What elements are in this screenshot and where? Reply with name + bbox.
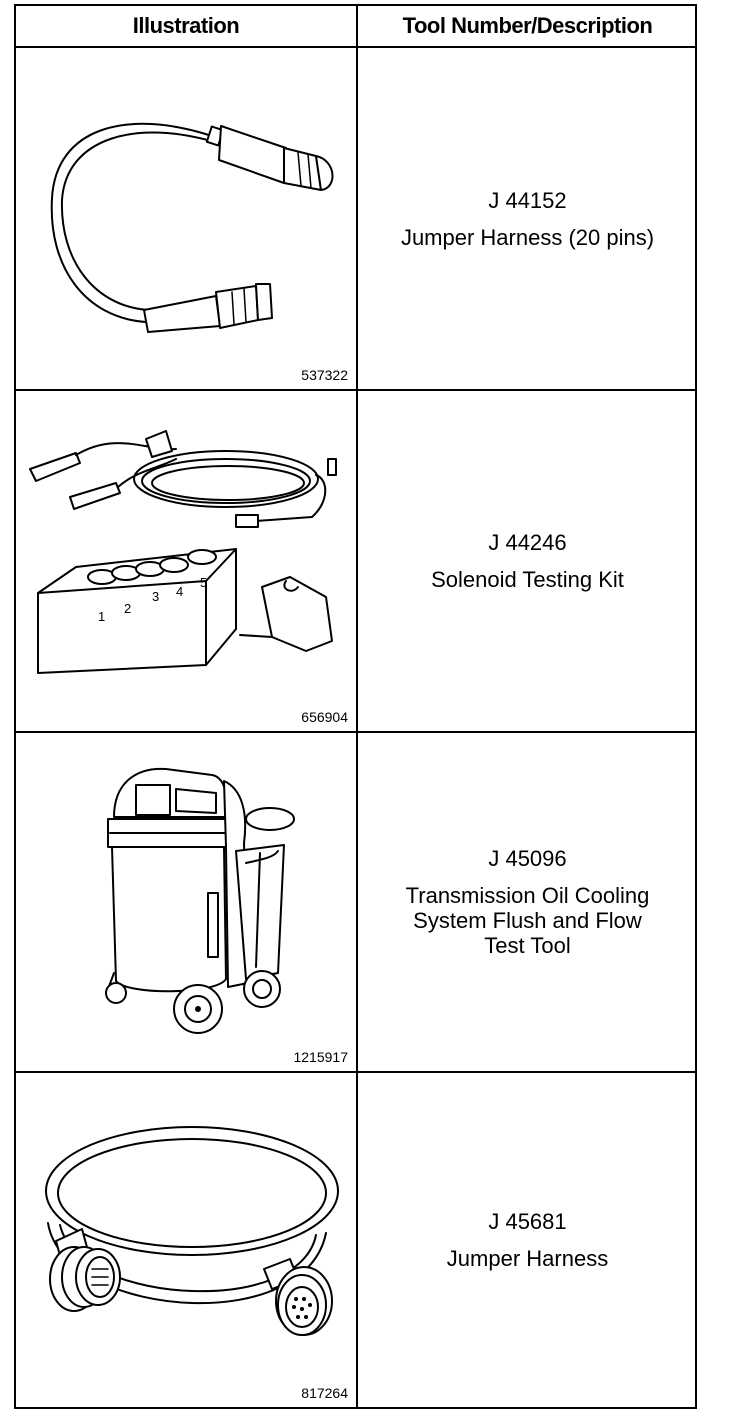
tool-number: J 44152 (488, 187, 567, 213)
column-divider (356, 6, 358, 1407)
figure-number: 656904 (301, 709, 348, 725)
tool-number: J 45681 (488, 1209, 567, 1234)
tool-name: Jumper Harness (20 pins) (400, 224, 655, 250)
block-label-3: 3 (152, 589, 159, 604)
solenoid-testing-kit-icon: 1 2 3 4 5 (29, 430, 337, 674)
flush-flow-cart-icon (105, 767, 295, 1034)
illustration-cell: 1215917 (16, 733, 356, 1071)
tool-number: J 45096 (488, 846, 567, 871)
illustration-cell: 817264 (16, 1073, 356, 1407)
tool-name: Transmission Oil Cooling System Flush an… (405, 883, 650, 958)
table-row: 537322 J 44152 Jumper Harness (20 pins) (16, 48, 695, 391)
figure-number: 537322 (301, 367, 348, 383)
block-label-5: 5 (200, 575, 207, 590)
table-row: 1 2 3 4 5 656904 J 44246 Solenoid Testin… (16, 391, 695, 733)
figure-number: 1215917 (293, 1049, 348, 1065)
block-label-1: 1 (98, 609, 105, 624)
illustration-cell: 537322 (16, 48, 356, 389)
table-header: Illustration Tool Number/Description (16, 6, 695, 48)
jumper-harness-coil-icon (45, 1126, 339, 1336)
illustration-cell: 1 2 3 4 5 656904 (16, 391, 356, 731)
block-label-2: 2 (124, 601, 131, 616)
special-tools-table: Illustration Tool Number/Description 537… (14, 4, 697, 1409)
tool-description-cell: J 45681 Jumper Harness (358, 1073, 697, 1407)
figure-number: 817264 (301, 1385, 348, 1401)
tool-name: Jumper Harness (446, 1246, 609, 1271)
tool-number: J 44246 (488, 530, 567, 555)
table-row: 1215917 J 45096 Transmission Oil Cooling… (16, 733, 695, 1073)
block-label-4: 4 (176, 584, 183, 599)
tool-description-cell: J 45096 Transmission Oil Cooling System … (358, 733, 697, 1071)
jumper-harness-20-pin-icon (50, 122, 334, 333)
tool-name: Solenoid Testing Kit (431, 567, 624, 592)
tool-description-cell: J 44246 Solenoid Testing Kit (358, 391, 697, 731)
header-illustration: Illustration (132, 13, 240, 38)
header-tool-number-description: Tool Number/Description (402, 13, 653, 38)
table-row: 817264 J 45681 Jumper Harness (16, 1073, 695, 1407)
tool-description-cell: J 44152 Jumper Harness (20 pins) (358, 48, 697, 389)
